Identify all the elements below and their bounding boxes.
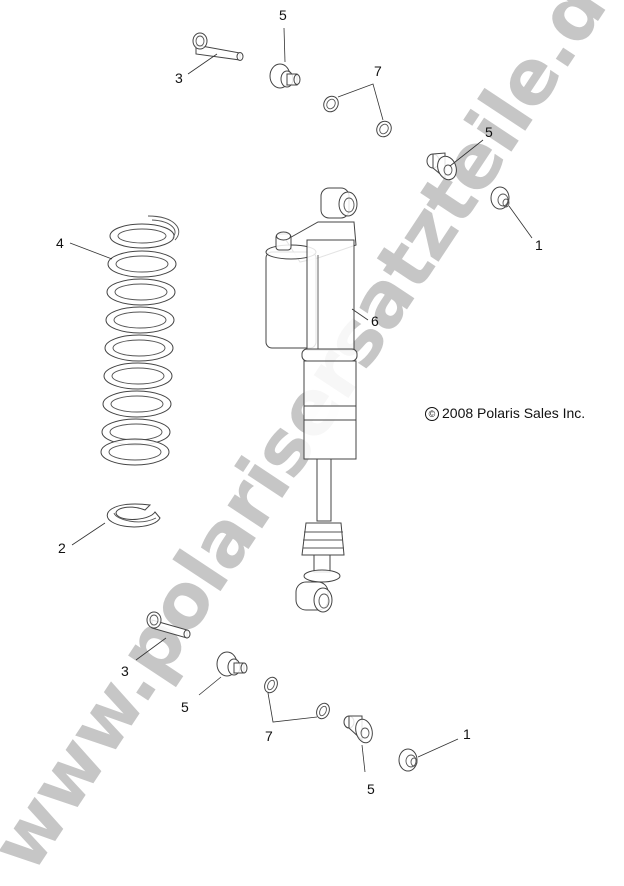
callout-label: 7 — [374, 63, 382, 79]
callout-label: 2 — [58, 540, 66, 556]
bushing-bottom-left — [216, 651, 248, 677]
flange-nut-bottom — [398, 748, 418, 772]
callout-label: 3 — [121, 663, 129, 679]
callout-label: 1 — [535, 237, 543, 253]
copyright-icon: © — [425, 407, 439, 421]
callout-label: 5 — [485, 124, 493, 140]
callout-label: 6 — [371, 313, 379, 329]
callout-label: 1 — [463, 726, 471, 742]
spring-retainer — [106, 503, 161, 528]
bushing-bottom — [343, 715, 373, 744]
flange-bolt-bottom — [146, 611, 191, 639]
shock-absorber — [265, 187, 358, 613]
copyright-text: 2008 Polaris Sales Inc. — [442, 405, 586, 421]
flange-bolt-top — [192, 32, 244, 61]
washer-top-a — [323, 95, 339, 113]
coil-spring — [100, 215, 180, 466]
washer-bottom-b — [316, 702, 330, 720]
callout-label: 3 — [175, 70, 183, 86]
flange-nut-top — [490, 186, 510, 210]
bushing-top — [269, 63, 301, 89]
callout-label: 5 — [279, 7, 287, 23]
callout-label: 5 — [181, 699, 189, 715]
bushing-right — [426, 152, 457, 181]
washer-bottom-a — [264, 676, 278, 694]
diagram-drawing — [69, 27, 533, 773]
callout-label: 5 — [367, 781, 375, 797]
callout-label: 7 — [265, 728, 273, 744]
callout-label: 4 — [56, 235, 64, 251]
washer-top-b — [376, 120, 392, 138]
copyright-notice: ©2008 Polaris Sales Inc. — [425, 405, 585, 421]
